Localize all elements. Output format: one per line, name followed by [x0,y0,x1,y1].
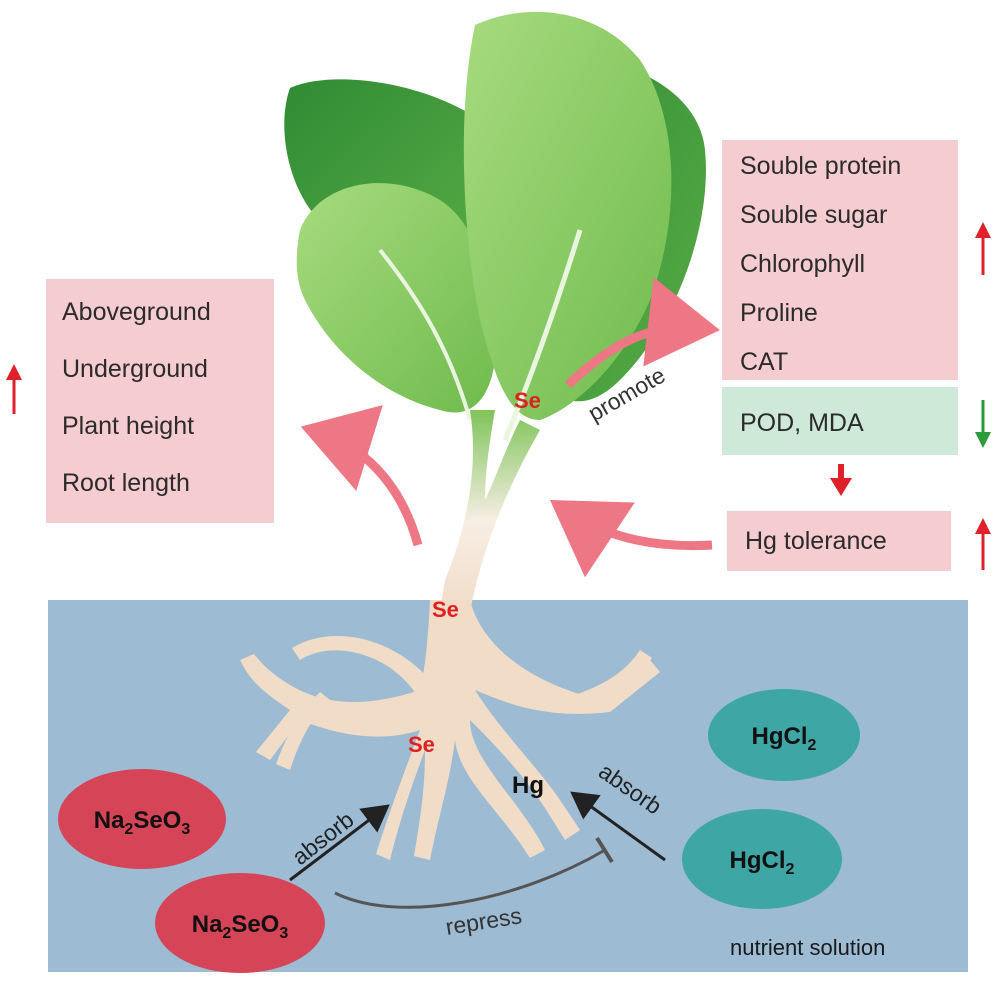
pod-mda-down-indicator [975,400,991,448]
physio-item-protein: Souble protein [740,152,901,180]
physio-item-sugar: Souble sugar [740,201,887,229]
pod-to-tolerance-arrow [830,464,852,496]
se-leaf-label: Se [514,388,541,413]
growth-box [46,279,274,523]
hgcl2-oval-top [708,689,860,781]
hgcl2-top-text: HgCl2 [752,723,817,754]
growth-item-underground: Underground [62,355,208,383]
growth-item-aboveground: Aboveground [62,298,211,326]
physiology-up-indicator [975,222,991,275]
physiology-box [722,140,958,380]
physio-item-cat: CAT [740,348,788,376]
hg-tolerance-label: Hg tolerance [745,527,887,555]
se-stem-label: Se [432,597,459,622]
na2seo3-oval-top [58,769,226,869]
repress-bar [595,836,614,864]
leaf-vein-1 [378,248,472,421]
nutrient-solution-label: nutrient solution [730,935,885,960]
hg-root-label: Hg [512,772,544,799]
absorb-hg-arrow [570,791,666,862]
pod-mda-label: POD, MDA [740,409,864,437]
plant-stem [440,410,540,612]
growth-item-root-length: Root length [62,469,190,497]
tolerance-up-indicator [975,518,991,570]
leaf-vein-2 [502,229,583,441]
hg-tolerance-box [727,511,951,571]
hgcl2-oval-bottom [682,809,842,909]
physio-item-proline: Proline [740,299,818,327]
physio-item-chlorophyll: Chlorophyll [740,250,865,278]
promote-arrow [564,277,720,389]
se-root-label: Se [408,732,435,757]
leaf-front-tall [463,11,672,420]
growth-up-indicator [6,364,22,414]
plant-leaves [284,11,706,441]
na2seo3-oval-bottom [155,873,325,973]
tolerance-arrow [550,500,713,578]
na2seo3-bottom-text: Na2SeO3 [192,911,289,942]
plant-roots [240,600,660,860]
left-effect-arrow [300,405,423,547]
growth-item-plant-height: Plant height [62,412,194,440]
na2seo3-top-text: Na2SeO3 [94,807,191,838]
absorb-se-arrow [289,804,390,882]
pod-mda-box [722,387,958,455]
repress-curve [334,848,606,909]
hgcl2-bottom-text: HgCl2 [730,847,795,878]
